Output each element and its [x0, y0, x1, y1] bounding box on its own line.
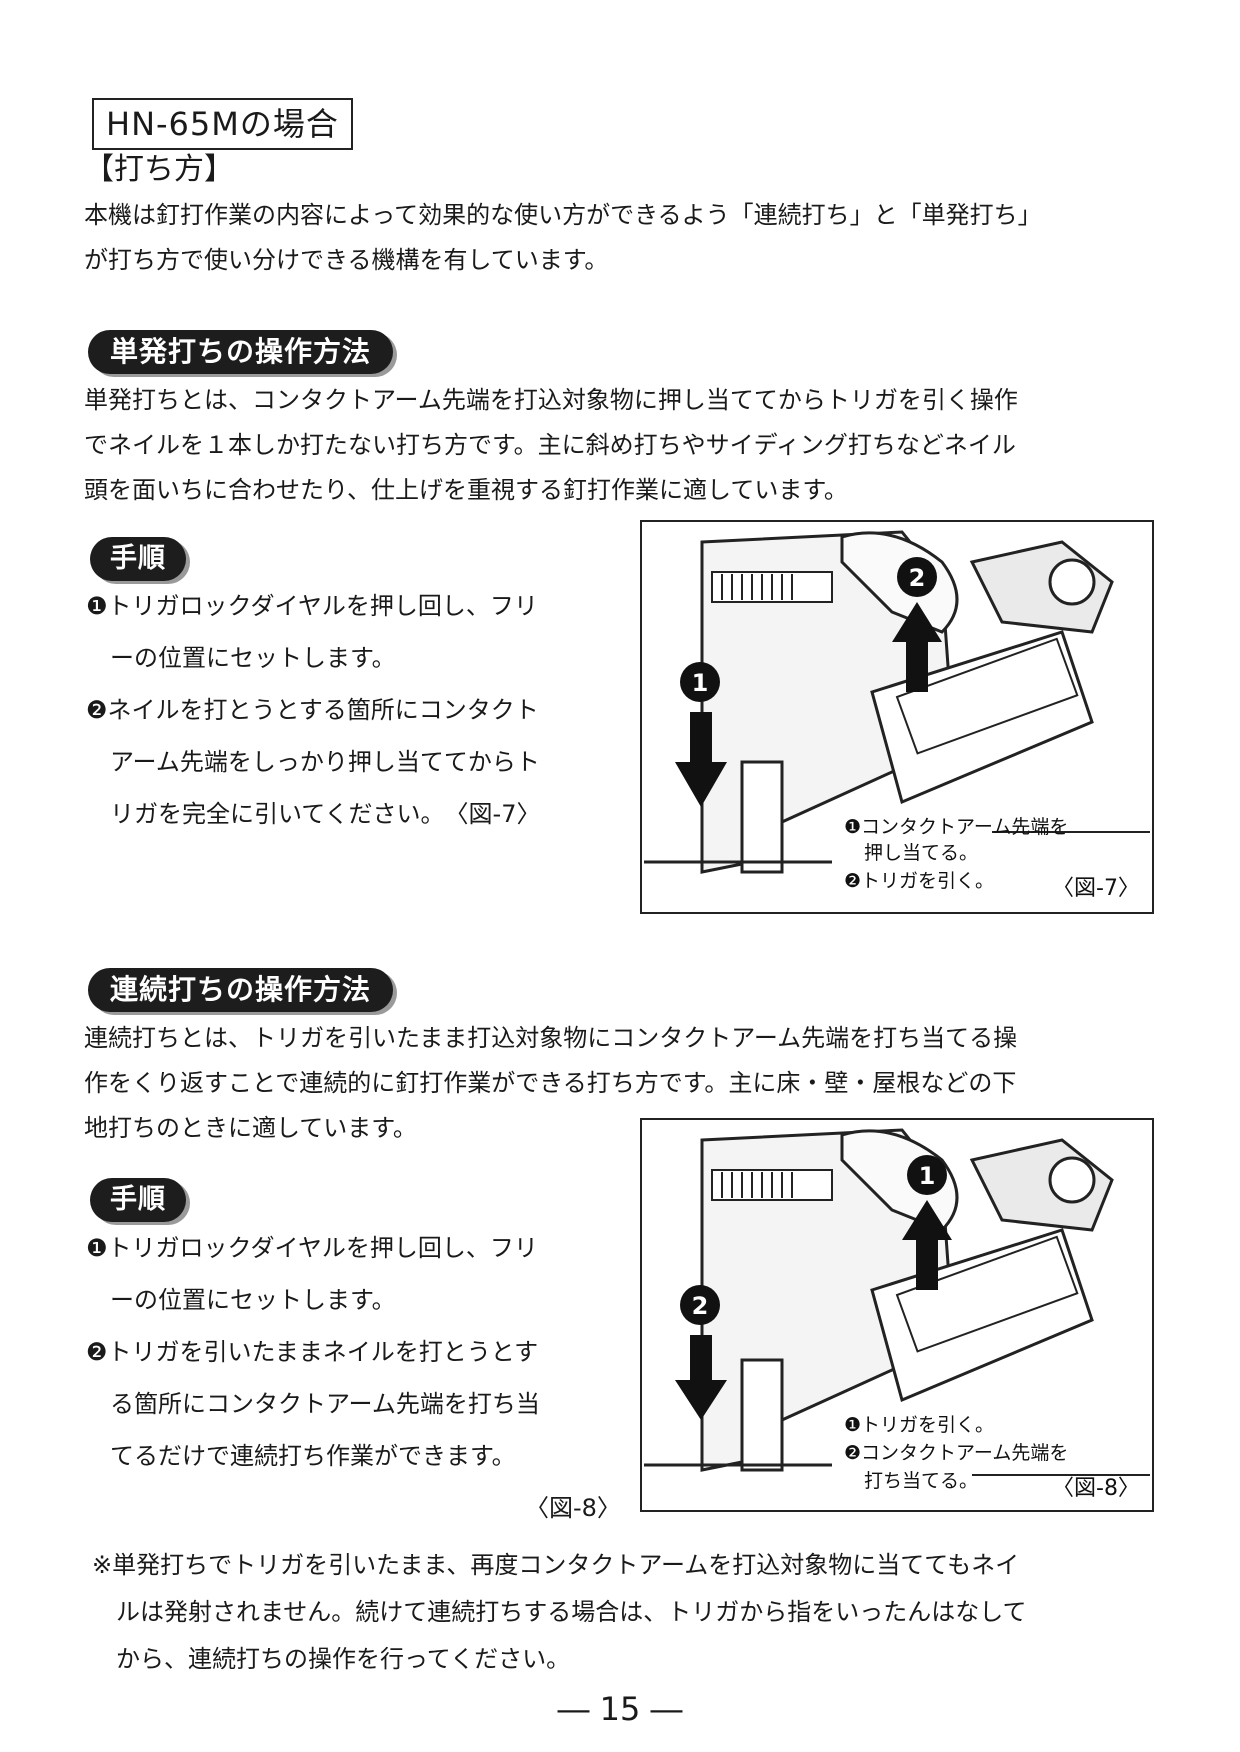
fig8-label-2b: 打ち当てる。 [864, 1470, 979, 1492]
intro-line-1: 本機は釘打作業の内容によって効果的な使い方ができるよう「連続打ち」と「単発打ち」 [84, 201, 1042, 229]
fig8-label-1: ❶トリガを引く。 [844, 1414, 995, 1436]
single-desc-line-2: でネイルを１本しか打たない打ち方です。主に斜め打ちやサイディング打ちなどネイル [84, 431, 1016, 459]
fig7-label-1b: 押し当てる。 [864, 842, 979, 864]
continuous-step-2b: る箇所にコンタクトアーム先端を打ち当 [86, 1390, 540, 1418]
continuous-steps-heading: 手順 [90, 1178, 186, 1222]
single-desc-line-1: 単発打ちとは、コンタクトアーム先端を打込対象物に押し当ててからトリガを引く操作 [84, 386, 1018, 414]
note-line-1: ※単発打ちでトリガを引いたまま、再度コンタクトアームを打込対象物に当ててもネイ [92, 1551, 1020, 1579]
single-step-2c: リガを完全に引いてください。 〈図-7〉 [86, 800, 541, 828]
single-step-2a: ❷ネイルを打とうとする箇所にコンタクト [86, 696, 539, 724]
marker-up-8: 1 [919, 1162, 936, 1190]
fig8-label-2a: ❷コンタクトアーム先端を [844, 1442, 1069, 1464]
continuous-step-1a: ❶トリガロックダイヤルを押し回し、フリ [86, 1234, 538, 1262]
fig8-caption: 〈図-8〉 [1052, 1476, 1140, 1501]
figure-7: 1 2 ❶コンタクトアーム先端を 押し当てる。 ❷トリガを引く。 〈図-7〉 [640, 520, 1154, 914]
continuous-step-1b: ーの位置にセットします。 [86, 1286, 396, 1314]
marker-down-8: 2 [692, 1292, 709, 1320]
continuous-step-2c: てるだけで連続打ち作業ができます。 [86, 1442, 516, 1470]
continuous-heading: 連続打ちの操作方法 [88, 968, 394, 1012]
note-line-3: から、連続打ちの操作を行ってください。 [92, 1645, 571, 1673]
continuous-steps-ref: 〈図-8〉 [525, 1494, 621, 1522]
single-steps-heading: 手順 [90, 537, 186, 581]
single-step-1b: ーの位置にセットします。 [86, 644, 396, 672]
nailer-illustration-8: 2 1 [644, 1128, 1150, 1476]
single-heading: 単発打ちの操作方法 [88, 330, 394, 374]
model-title: HN-65Mの場合 [92, 98, 353, 150]
marker-up-7: 2 [909, 564, 926, 592]
intro-line-2: が打ち方で使い分けできる機構を有しています。 [84, 246, 609, 274]
fig7-caption: 〈図-7〉 [1052, 876, 1140, 901]
fig7-label-2: ❷トリガを引く。 [844, 870, 995, 892]
continuous-step-2a: ❷トリガを引いたままネイルを打とうとす [86, 1338, 539, 1366]
page-number: ― 15 ― [557, 1690, 683, 1728]
nailer-illustration-7: 1 2 [644, 530, 1150, 874]
marker-down-7: 1 [692, 669, 709, 697]
figure-8: 2 1 ❶トリガを引く。 ❷コンタクトアーム先端を 打ち当てる。 〈図-8〉 [640, 1118, 1154, 1512]
single-step-2b: アーム先端をしっかり押し当ててからト [86, 748, 540, 776]
section-title: 【打ち方】 [84, 152, 234, 187]
continuous-desc-line-3: 地打ちのときに適しています。 [84, 1114, 417, 1142]
continuous-desc-line-2: 作をくり返すことで連続的に釘打作業ができる打ち方です。主に床・壁・屋根などの下 [84, 1069, 1017, 1097]
note-line-2: ルは発射されません。続けて連続打ちする場合は、トリガから指をいったんはなして [92, 1598, 1027, 1626]
single-desc-line-3: 頭を面いちに合わせたり、仕上げを重視する釘打作業に適しています。 [84, 476, 848, 504]
fig7-label-1a: ❶コンタクトアーム先端を [844, 816, 1069, 838]
single-step-1a: ❶トリガロックダイヤルを押し回し、フリ [86, 592, 538, 620]
continuous-desc-line-1: 連続打ちとは、トリガを引いたまま打込対象物にコンタクトアーム先端を打ち当てる操 [84, 1024, 1018, 1052]
